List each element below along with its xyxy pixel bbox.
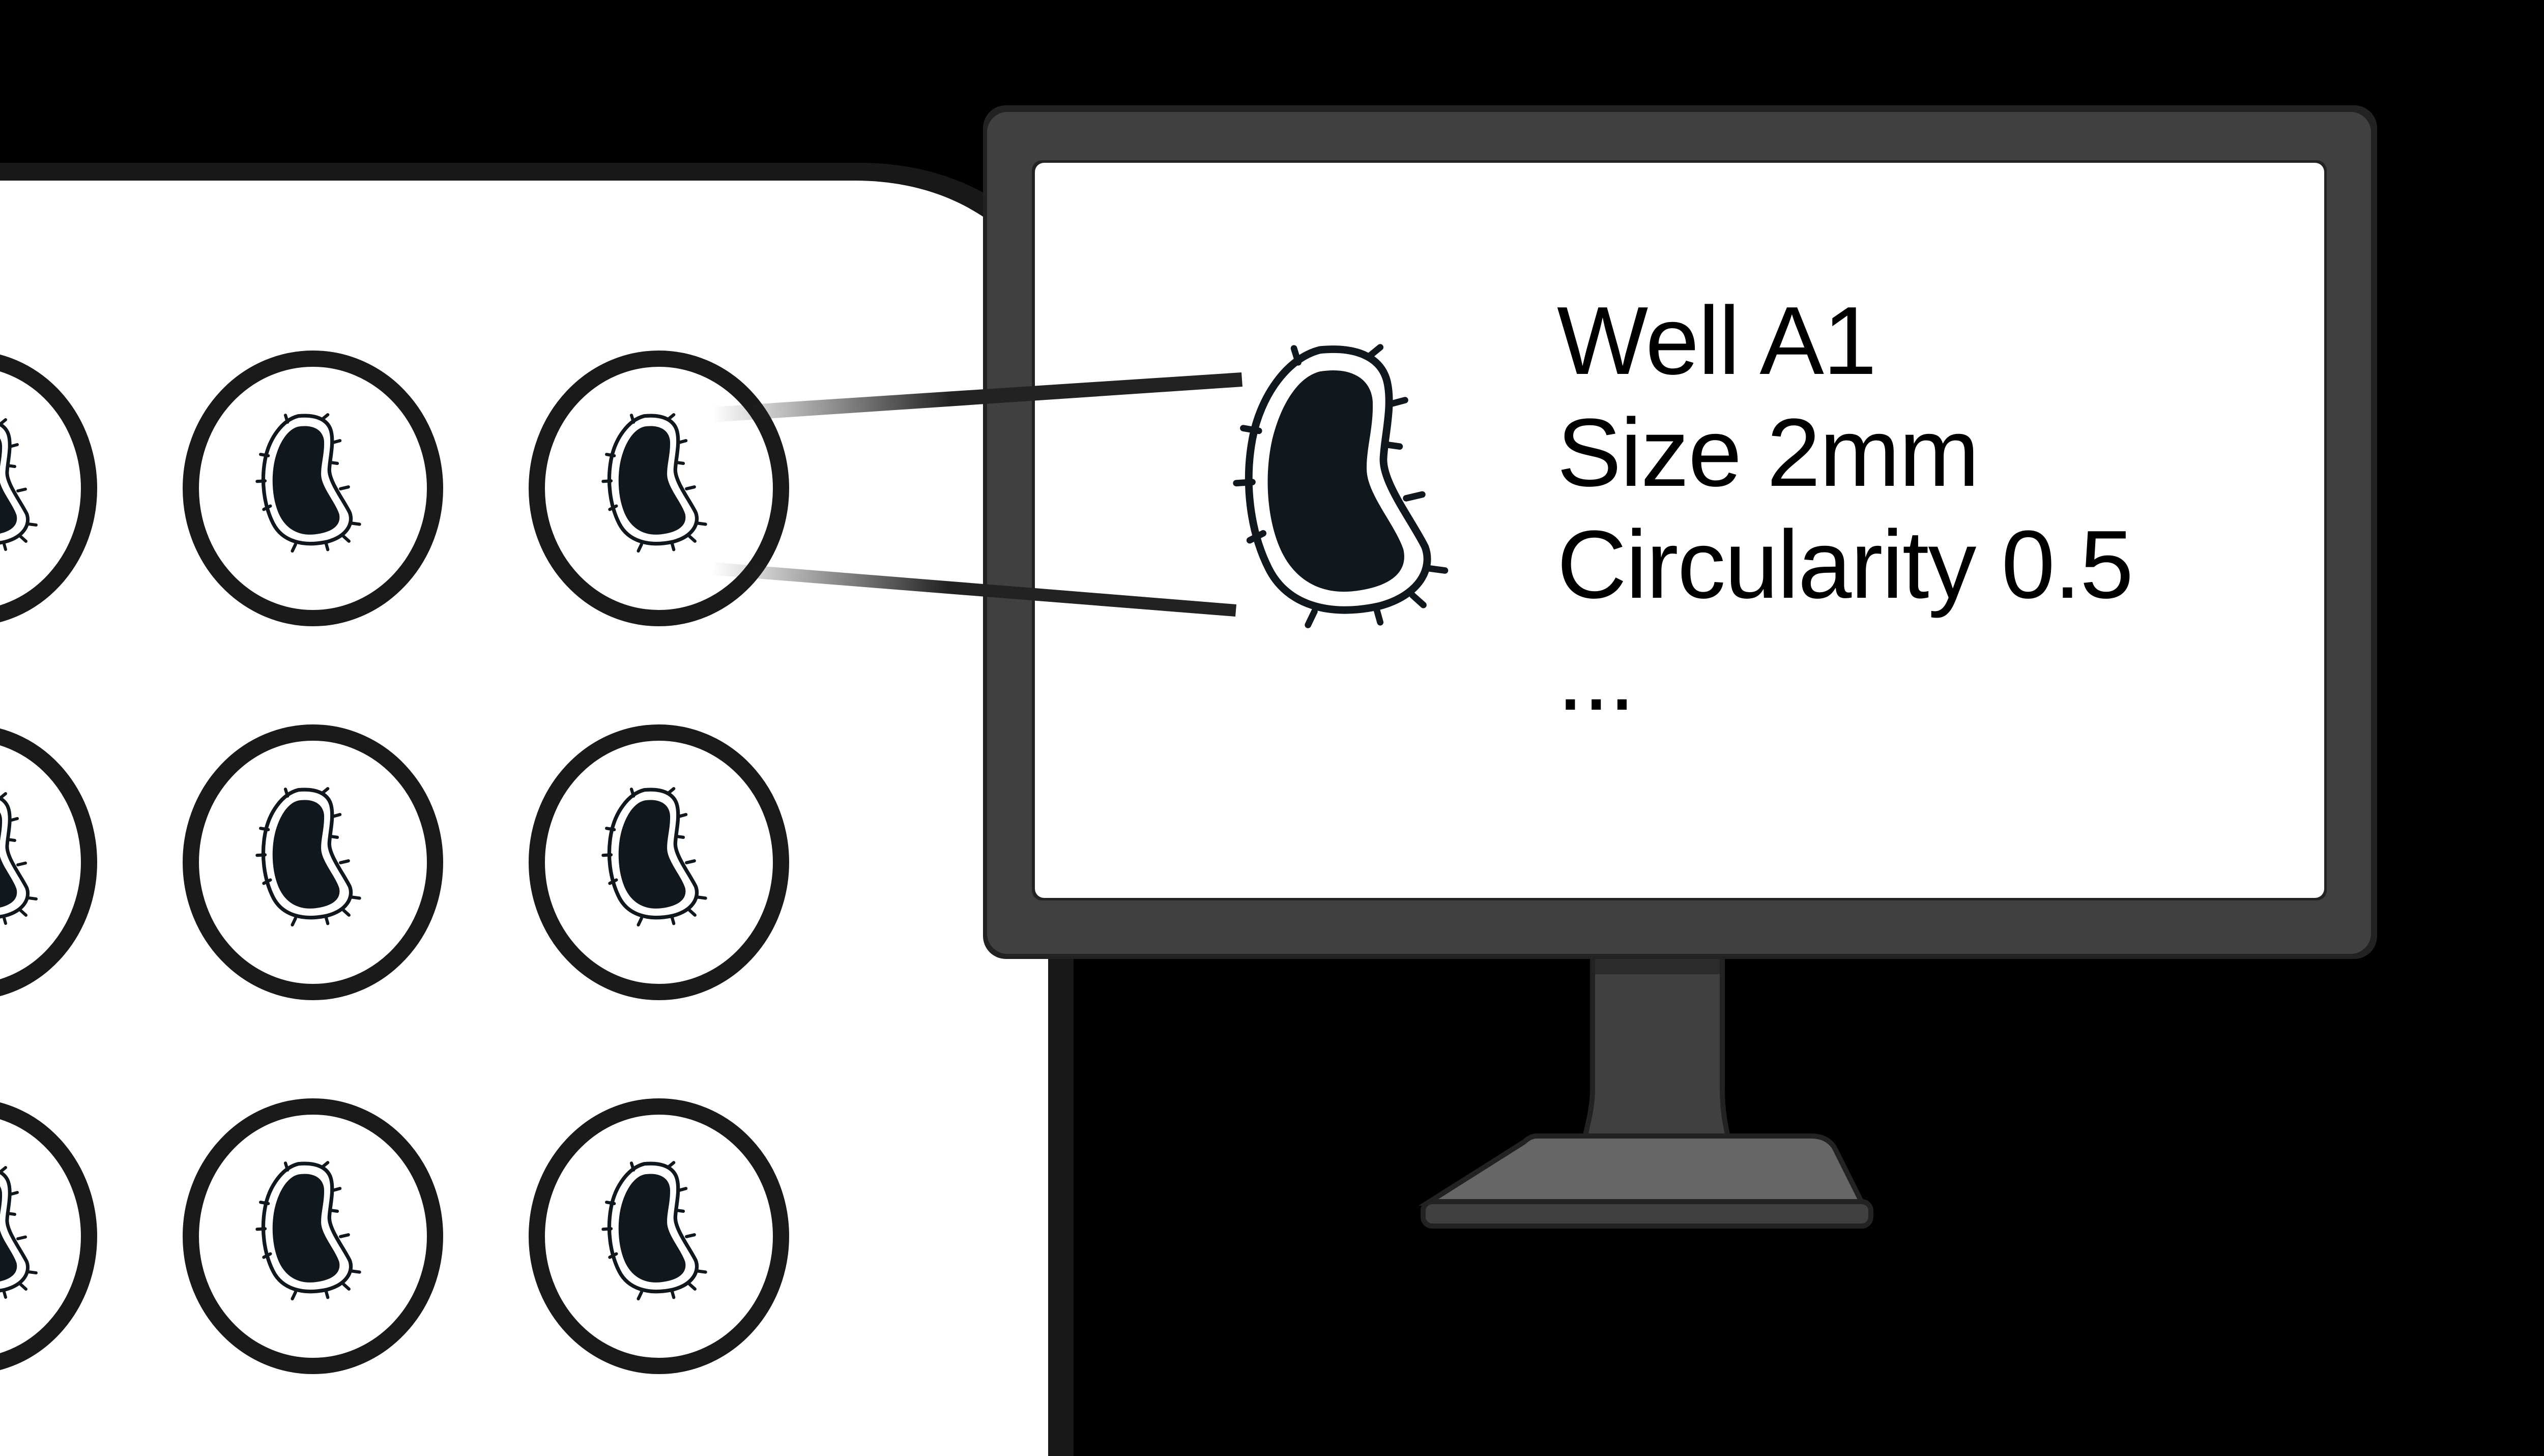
zoom-callout-lines <box>711 372 1242 617</box>
well-row-1-col-3-selected[interactable] <box>529 351 789 626</box>
well-plate <box>0 163 1074 1456</box>
well-row-1-col-1[interactable] <box>0 351 97 626</box>
circularity-label: Circularity 0.5 <box>1557 511 2133 619</box>
well-row-2-col-1[interactable] <box>0 724 97 1000</box>
well-row-2-col-3[interactable] <box>529 724 789 1000</box>
monitor-screen <box>1035 163 2324 898</box>
monitor-stand <box>1418 954 1873 1229</box>
well-row-2-col-2[interactable] <box>183 724 443 1000</box>
more-indicator: ... <box>1557 623 1635 731</box>
cell-measurement-readout: Well A1 Size 2mm Circularity 0.5 ... <box>1557 285 2133 733</box>
size-label: Size 2mm <box>1557 399 1980 507</box>
well-row-3-col-3[interactable] <box>529 1098 789 1374</box>
well-row-3-col-2[interactable] <box>183 1098 443 1374</box>
well-label: Well A1 <box>1557 287 1877 395</box>
monitor <box>983 105 2377 959</box>
well-row-3-col-1[interactable] <box>0 1098 97 1374</box>
well-row-1-col-2[interactable] <box>183 351 443 626</box>
